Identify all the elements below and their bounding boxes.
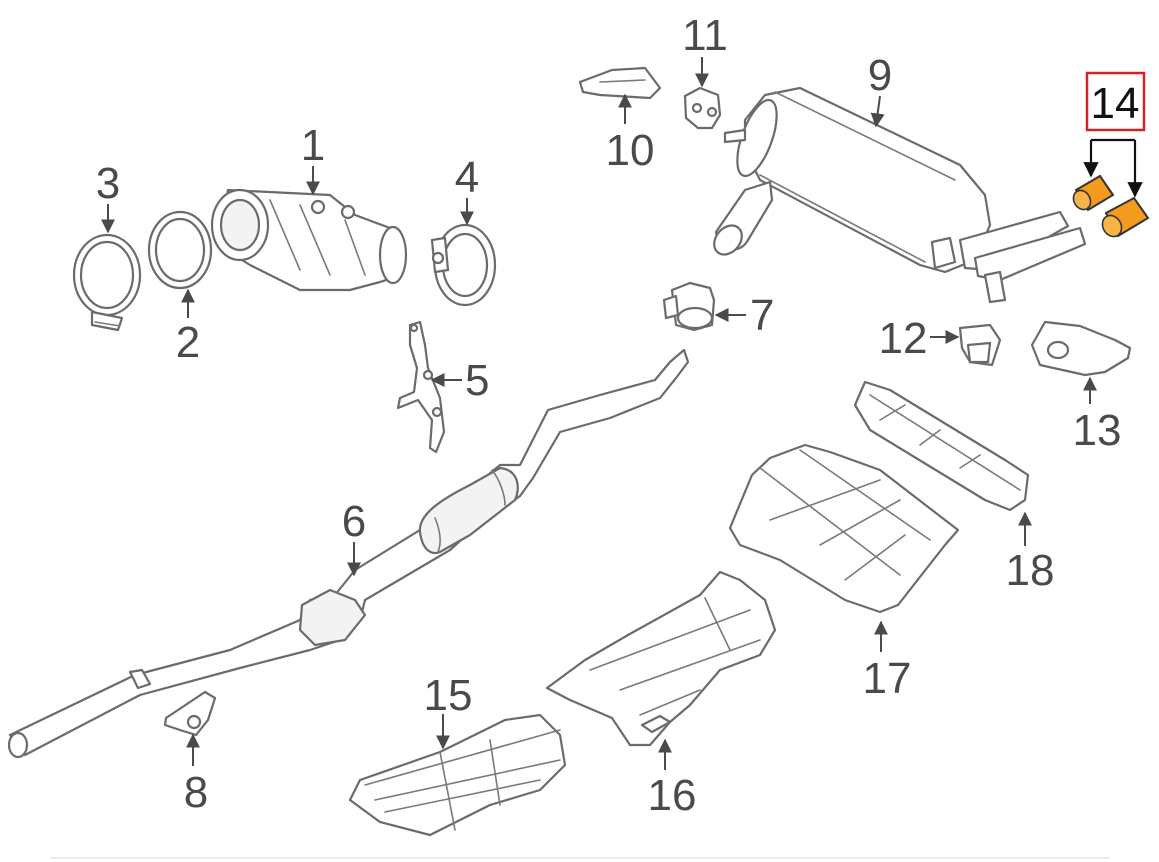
callout-5: 5 [430, 356, 489, 405]
callout-label-18: 18 [1006, 546, 1055, 595]
part-8-bracket[interactable] [163, 690, 217, 737]
callout-label-12: 12 [879, 314, 928, 363]
callout-2: 2 [176, 288, 200, 367]
part-2-gasket[interactable] [147, 210, 213, 290]
callout-10: 10 [606, 93, 655, 175]
callout-label-3: 3 [96, 159, 120, 208]
callout-12: 12 [879, 314, 960, 363]
callout-label-15: 15 [424, 671, 473, 720]
callout-1: 1 [301, 121, 325, 196]
callout-label-1: 1 [301, 121, 325, 170]
part-11-mount[interactable] [683, 86, 722, 130]
callout-8: 8 [184, 733, 208, 817]
callout-label-6: 6 [342, 497, 366, 546]
callout-15: 15 [424, 671, 473, 750]
part-17-heat-shield[interactable] [728, 443, 960, 614]
callout-label-14: 14 [1091, 79, 1140, 128]
callout-9: 9 [868, 51, 892, 128]
callout-16: 16 [648, 738, 697, 820]
part-5-bracket[interactable] [396, 320, 446, 454]
highlight-box [1085, 71, 1146, 132]
callout-label-16: 16 [648, 771, 697, 820]
callout-label-9: 9 [868, 51, 892, 100]
callout-4: 4 [455, 153, 479, 226]
callout-7: 7 [714, 291, 774, 340]
callout-label-5: 5 [465, 356, 489, 405]
part-3-clamp[interactable] [72, 233, 142, 332]
part-7-hanger[interactable] [662, 281, 716, 332]
part-16-heat-shield[interactable] [545, 570, 777, 747]
callout-label-13: 13 [1073, 406, 1122, 455]
part-9-rear-muffler[interactable] [709, 86, 1087, 304]
part-12-actuator[interactable] [958, 323, 1002, 367]
callout-label-8: 8 [184, 768, 208, 817]
callout-13: 13 [1073, 376, 1122, 455]
callout-18: 18 [1006, 511, 1055, 595]
callout-label-10: 10 [606, 126, 655, 175]
callout-3: 3 [96, 159, 120, 234]
part-18-heat-shield[interactable] [853, 380, 1030, 512]
callout-label-11: 11 [682, 11, 728, 60]
part-6-front-pipe[interactable] [7, 348, 690, 759]
part-14-exhaust-tips[interactable] [1070, 174, 1150, 240]
part-15-heat-shield[interactable] [348, 713, 567, 837]
part-1-catalytic-converter[interactable] [210, 188, 408, 292]
part-13-bracket[interactable] [1030, 320, 1132, 377]
callout-label-7: 7 [750, 291, 774, 340]
part-10-bracket[interactable] [578, 66, 662, 100]
callout-14-highlighted: 14 [1083, 71, 1146, 198]
part-4-clamp[interactable] [430, 223, 497, 307]
callout-17: 17 [863, 620, 912, 703]
callout-label-4: 4 [455, 153, 479, 202]
callout-6: 6 [342, 497, 366, 577]
callout-label-2: 2 [176, 318, 200, 367]
callout-label-17: 17 [863, 654, 912, 703]
callout-11: 11 [682, 11, 728, 88]
